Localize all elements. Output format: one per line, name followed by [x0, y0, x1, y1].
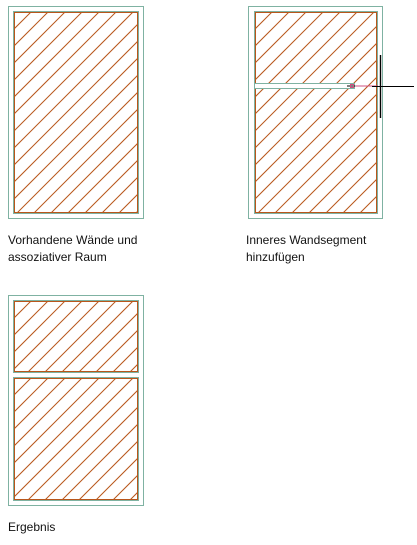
hatch-line [255, 12, 290, 47]
space-boundary [14, 12, 138, 213]
hatch-line [325, 161, 377, 213]
hatch-line [14, 301, 32, 319]
hatch-line [50, 125, 138, 213]
hatch-line [129, 491, 138, 500]
caption-result: Ergebnis [8, 519, 55, 536]
hatch-line [33, 108, 138, 213]
hatch-line [14, 74, 138, 200]
hatch-line [61, 301, 134, 372]
hatch-line [14, 378, 117, 481]
hatch-line [14, 12, 100, 98]
hatch-line [101, 176, 138, 213]
crosshair-cursor-icon [372, 55, 414, 118]
hatch-line [14, 12, 83, 81]
hatch-line [359, 195, 377, 213]
outer-wall [248, 6, 383, 219]
new-wall-segment [254, 83, 355, 89]
snap-marker [350, 84, 354, 88]
hatch-line [78, 312, 138, 372]
caption-add-segment: Inneres Wandsegment hinzufügen [246, 232, 366, 266]
hatch-line [255, 12, 358, 115]
panel-existing-walls [8, 6, 144, 219]
hatch-line [14, 23, 138, 149]
hatch-line [308, 144, 377, 213]
hatch-line [255, 12, 341, 98]
hatch-line [27, 389, 138, 500]
hatch-line [129, 363, 138, 372]
inner-wall [13, 11, 139, 214]
hatch-line [14, 40, 138, 166]
inner-wall-bottom [13, 377, 139, 501]
hatch-line [14, 378, 49, 413]
hatch-line [27, 301, 100, 372]
hatch-line [291, 127, 377, 213]
hatch-line [14, 12, 134, 132]
space-hatch [14, 12, 138, 213]
hatch-line [14, 378, 100, 464]
hatch-line [342, 178, 377, 213]
hatch-line [78, 440, 138, 500]
panel-result [8, 295, 144, 506]
hatch-line [14, 378, 32, 396]
hatch-line [61, 423, 138, 500]
hatch-line [67, 142, 138, 213]
caption-line: hinzufügen [246, 250, 305, 264]
hatch-line [255, 59, 377, 183]
hatch-line [14, 378, 83, 447]
hatch-line [95, 457, 138, 500]
hatch-line [14, 12, 66, 64]
panel-add-segment [248, 6, 414, 219]
hatch-line [14, 378, 134, 498]
space-boundary-bottom [14, 378, 138, 500]
caption-existing-walls: Vorhandene Wände und assoziativer Raum [8, 232, 137, 266]
outer-wall [8, 6, 144, 219]
hatch-line [274, 110, 377, 213]
hatch-line [14, 301, 49, 336]
space-boundary [255, 12, 377, 213]
space-hatch-bottom [14, 378, 138, 500]
hatch-line [14, 378, 15, 379]
caption-line: Vorhandene Wände und [8, 233, 138, 247]
space-boundary-top [14, 301, 138, 372]
hatch-line [14, 378, 66, 430]
caption-line: Inneres Wandsegment [246, 233, 367, 247]
hatch-line [257, 93, 377, 213]
inner-wall [254, 11, 378, 214]
outer-wall [8, 295, 144, 506]
hatch-line [14, 57, 138, 183]
hatch-line [255, 12, 307, 64]
hatch-line [14, 12, 49, 47]
hatch-line [44, 406, 138, 500]
hatch-line [14, 301, 83, 370]
hatch-line [112, 346, 138, 372]
space-hatch-top [14, 301, 138, 372]
hatch-line [44, 301, 117, 372]
hatch-line [14, 12, 15, 13]
hatch-line [255, 12, 324, 81]
hatch-line [84, 159, 138, 213]
hatch-line [255, 42, 377, 166]
hatch-line [16, 91, 138, 213]
caption-line: Ergebnis [8, 520, 56, 534]
space-hatch [255, 12, 377, 213]
hatch-line [255, 25, 377, 149]
inner-wall-top [13, 300, 139, 373]
hatch-line [14, 301, 15, 302]
hatch-line [14, 12, 117, 115]
hatch-line [95, 329, 138, 372]
hatch-line [112, 474, 138, 500]
hatch-line [14, 301, 66, 353]
hatch-line [255, 12, 375, 132]
caption-line: assoziativer Raum [8, 250, 107, 264]
hatch-line [255, 76, 377, 200]
